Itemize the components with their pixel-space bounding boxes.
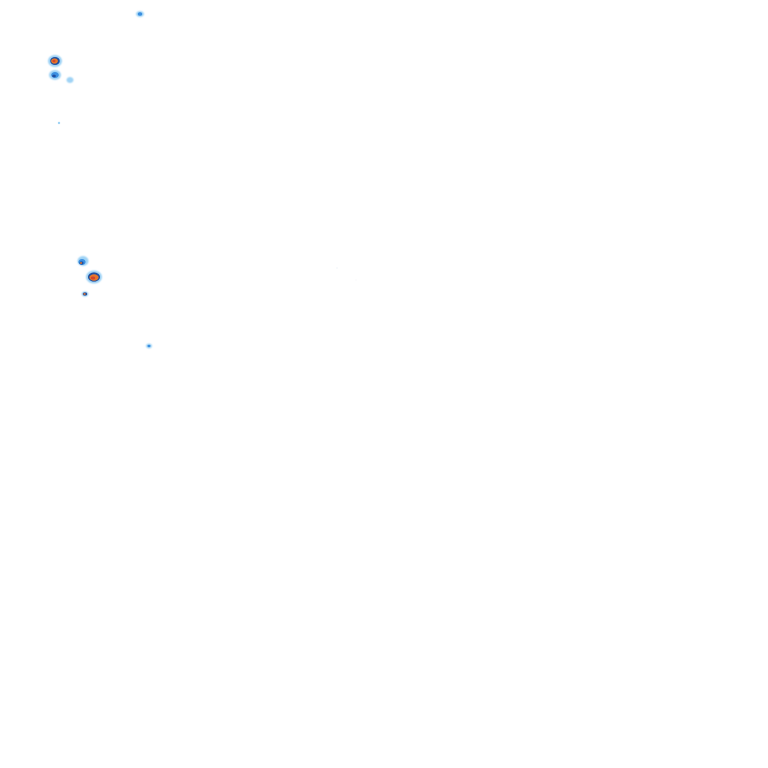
radar-echo xyxy=(81,291,89,297)
radar-speck xyxy=(336,267,338,269)
radar-echo xyxy=(57,121,61,125)
radar-speck xyxy=(355,279,357,281)
radar-echo xyxy=(49,70,61,80)
radar-echo xyxy=(66,77,74,83)
radar-echo xyxy=(77,256,89,266)
radar-echo xyxy=(136,11,144,17)
radar-echo xyxy=(146,343,152,349)
radar-echo xyxy=(86,270,102,284)
radar-echo xyxy=(48,55,62,67)
